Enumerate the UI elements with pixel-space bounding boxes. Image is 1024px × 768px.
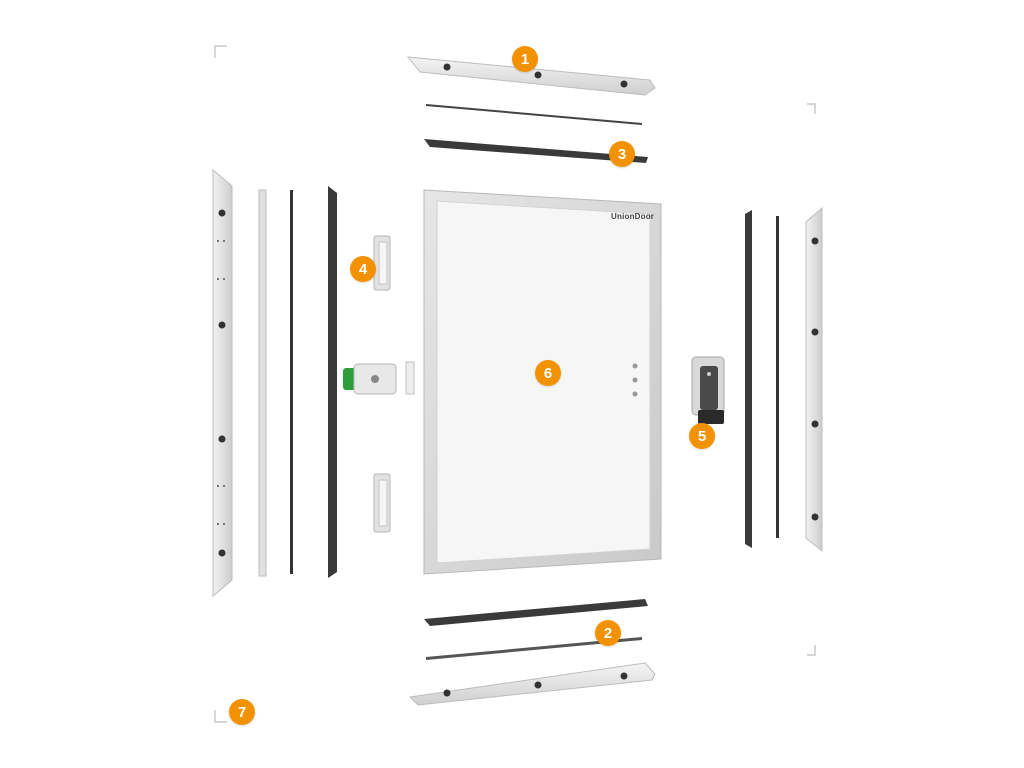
right-gasket — [745, 210, 752, 548]
panel-brand-mark: UnionDoor — [611, 212, 655, 221]
callout-6[interactable]: 6 — [535, 360, 561, 386]
top-seal-strip — [426, 104, 642, 125]
bottom-seal-strip — [426, 637, 642, 660]
left-gasket — [328, 186, 337, 578]
door-handle-lock — [691, 356, 725, 424]
bottom-gasket — [424, 599, 648, 626]
left-frame-profile — [212, 168, 233, 598]
callout-5[interactable]: 5 — [689, 423, 715, 449]
left-seal-strip-dark — [290, 190, 293, 574]
middle-hinge-assembly — [343, 361, 415, 395]
left-seal-strip-light — [258, 189, 267, 577]
bottom-frame-profile — [408, 662, 656, 706]
callout-4[interactable]: 4 — [350, 256, 376, 282]
callout-3[interactable]: 3 — [609, 141, 635, 167]
lower-hinge — [373, 473, 391, 533]
callout-1[interactable]: 1 — [512, 46, 538, 72]
callout-2[interactable]: 2 — [595, 620, 621, 646]
right-seal-strip-dark — [776, 216, 779, 538]
top-gasket — [424, 139, 648, 163]
callout-7[interactable]: 7 — [229, 699, 255, 725]
top-frame-profile — [406, 56, 656, 96]
right-frame-profile — [805, 206, 823, 553]
upper-hinge — [373, 235, 391, 291]
corner-marks — [214, 45, 816, 723]
